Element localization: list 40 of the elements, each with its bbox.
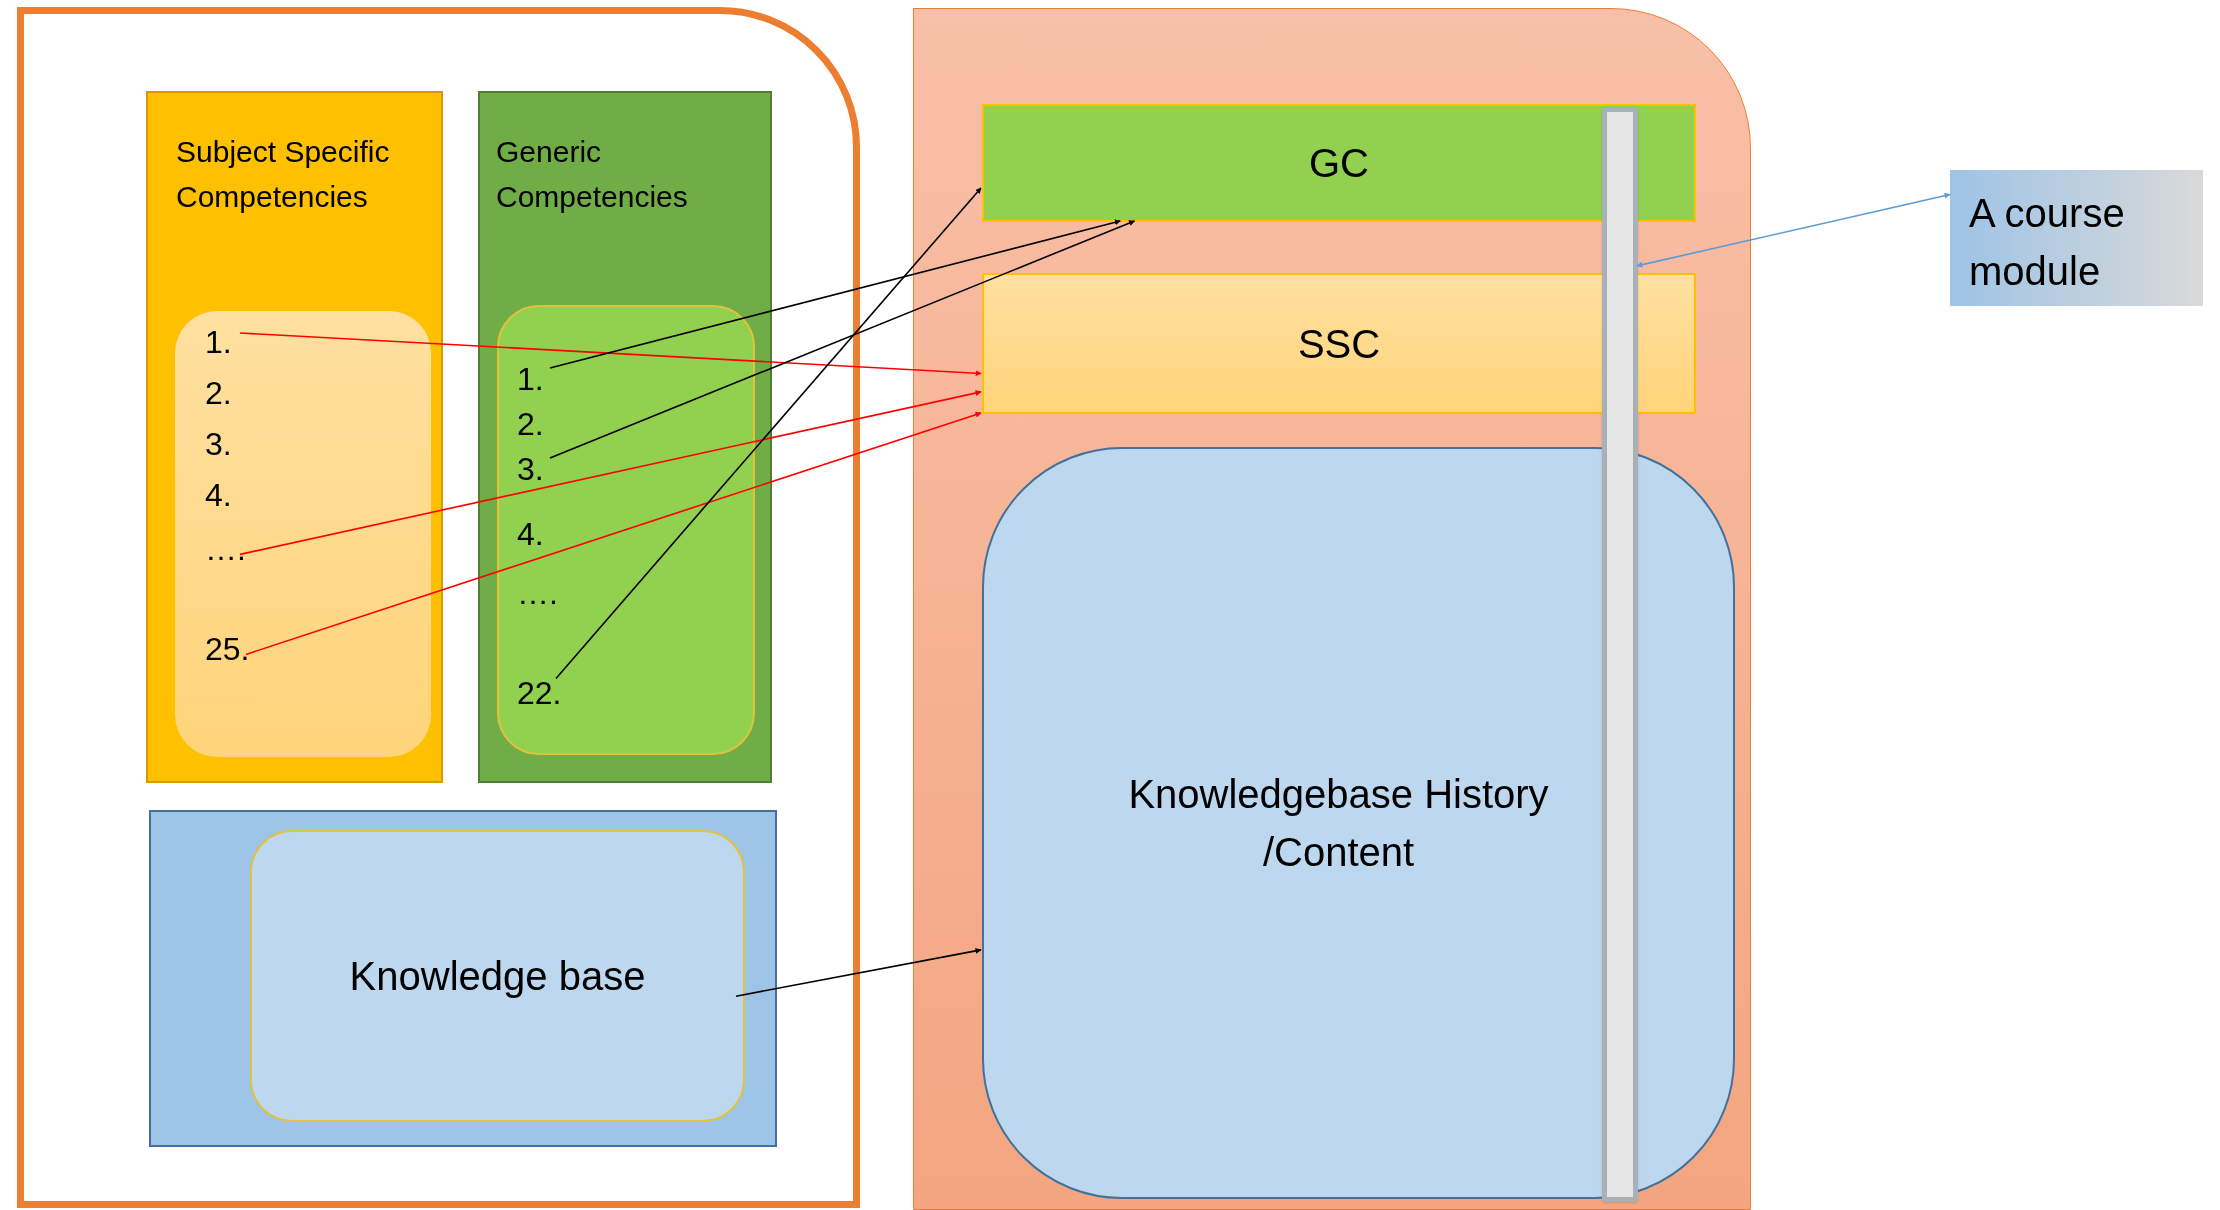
panel-title: Subject Specific Competencies bbox=[176, 134, 391, 215]
list-number: 3. bbox=[517, 451, 561, 487]
arrow bbox=[1636, 192, 1951, 268]
list-panel bbox=[175, 311, 431, 757]
arrow bbox=[239, 390, 982, 556]
list-number: 1. bbox=[205, 324, 249, 360]
list-number: 2. bbox=[517, 406, 561, 442]
box-label: Knowledge base bbox=[349, 953, 646, 1000]
arrow bbox=[245, 411, 982, 656]
knowledge-panel bbox=[149, 810, 777, 1147]
arrow bbox=[549, 219, 1122, 369]
list-number: 2. bbox=[205, 375, 249, 411]
knowledge-box bbox=[250, 830, 745, 1122]
list-panel bbox=[497, 305, 755, 755]
arrow bbox=[555, 187, 982, 680]
competency-panel bbox=[146, 91, 443, 783]
list-number: …. bbox=[517, 575, 561, 611]
category-bar bbox=[982, 273, 1696, 414]
list-number: 22. bbox=[517, 675, 567, 711]
arrow bbox=[239, 332, 982, 377]
panel-title: Generic Competencies bbox=[496, 134, 689, 215]
list-number: 1. bbox=[517, 361, 561, 397]
bar-label: GC bbox=[1309, 140, 1369, 187]
box-label: Knowledgebase History /Content bbox=[1127, 771, 1550, 876]
content-box bbox=[982, 447, 1735, 1199]
list-number: …. bbox=[205, 531, 249, 567]
list-number: 3. bbox=[205, 426, 249, 462]
container-frame bbox=[17, 7, 860, 1208]
arrow bbox=[549, 220, 1136, 459]
container-frame bbox=[913, 8, 1751, 1210]
bar-label: SSC bbox=[1297, 320, 1381, 368]
category-bar bbox=[982, 104, 1696, 222]
list-number: 4. bbox=[205, 477, 249, 513]
label-box bbox=[1950, 170, 2203, 306]
competency-panel bbox=[478, 91, 772, 783]
list-number: 25. bbox=[205, 631, 255, 667]
box-label: A course module bbox=[1969, 190, 2126, 295]
list-number: 4. bbox=[517, 516, 561, 552]
course-module-bar bbox=[1602, 107, 1638, 1202]
arrow bbox=[735, 947, 982, 997]
